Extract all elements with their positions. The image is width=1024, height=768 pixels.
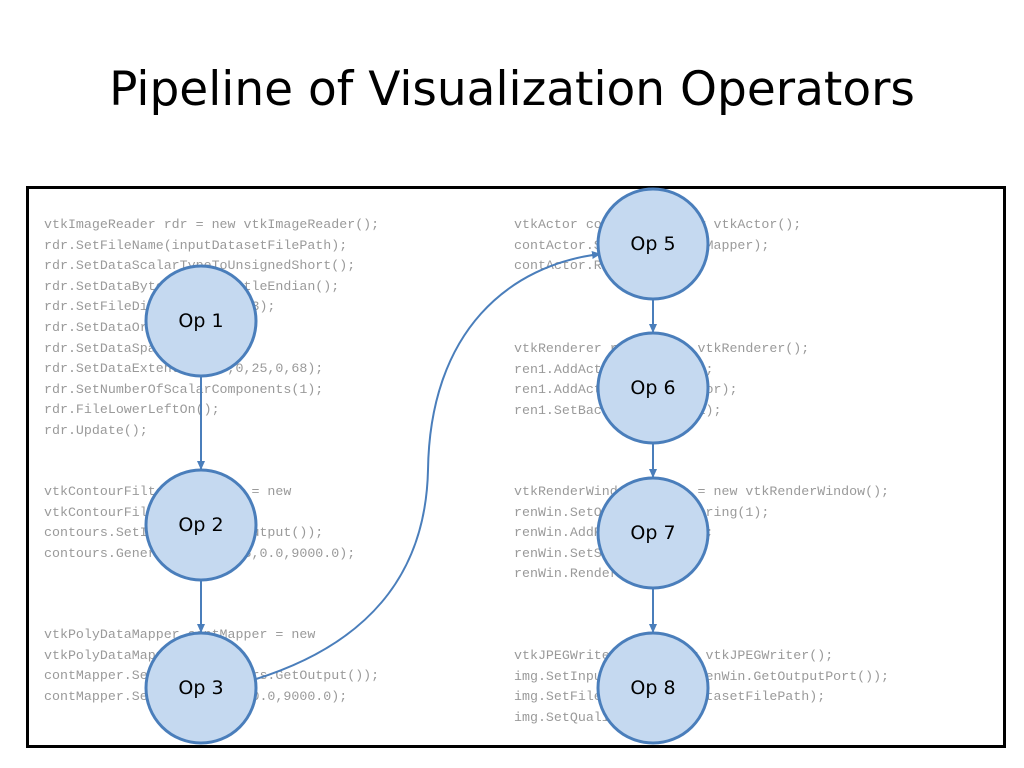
code-line: renWin.Render();: [514, 566, 642, 582]
code-line: rdr.SetNumberOfScalarComponents(1);: [44, 381, 324, 397]
code-line: rdr.FileLowerLeftOn();: [44, 402, 220, 418]
node-op1: Op 1: [144, 264, 258, 378]
node-op3: Op 3: [144, 631, 258, 745]
code-line: rdr.SetFileName(inputDatasetFilePath);: [44, 237, 348, 253]
node-label: Op 2: [178, 514, 223, 536]
node-label: Op 1: [178, 310, 223, 332]
node-circle: [144, 631, 258, 745]
node-circle: [596, 631, 710, 745]
code-line: vtkPolyDataMapper contMapper = new: [44, 627, 316, 642]
node-label: Op 3: [178, 677, 223, 699]
code-line: vtkImageReader rdr = new vtkImageReader(…: [44, 217, 380, 232]
slide-title: Pipeline of Visualization Operators: [109, 62, 915, 117]
node-label: Op 5: [630, 233, 675, 255]
node-label: Op 6: [630, 377, 675, 399]
node-op8: Op 8: [596, 631, 710, 745]
node-circle: [144, 264, 258, 378]
code-line: rdr.Update();: [44, 422, 148, 438]
node-circle: [596, 187, 710, 301]
edge-op3-op5: [252, 251, 601, 681]
node-label: Op 7: [630, 522, 675, 544]
node-op5: Op 5: [596, 187, 710, 301]
node-op2: Op 2: [144, 468, 258, 582]
node-label: Op 8: [630, 677, 675, 699]
node-circle: [596, 476, 710, 590]
node-op7: Op 7: [596, 476, 710, 590]
node-circle: [596, 331, 710, 445]
node-circle: [144, 468, 258, 582]
node-op6: Op 6: [596, 331, 710, 445]
